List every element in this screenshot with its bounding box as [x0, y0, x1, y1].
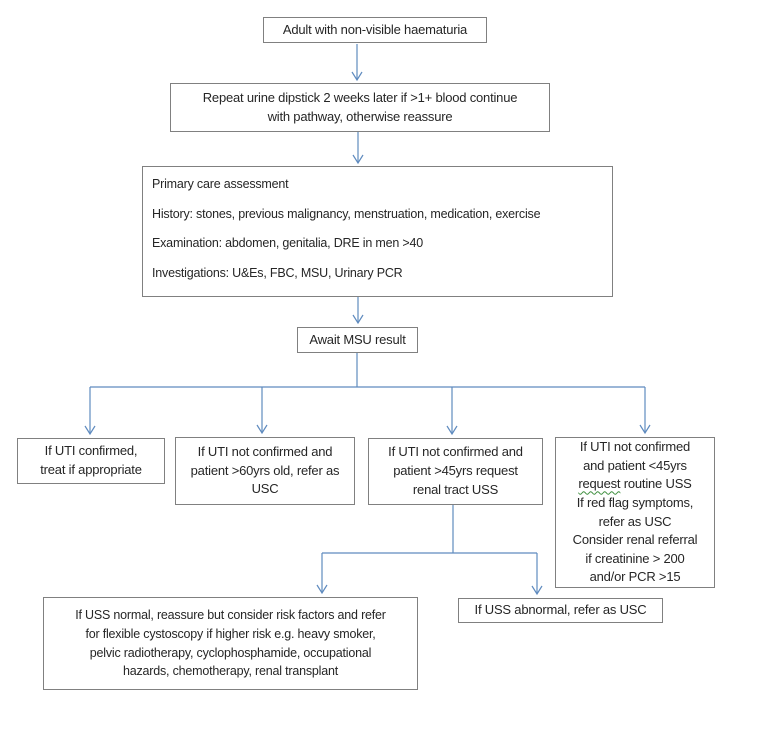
- node-line: Investigations: U&Es, FBC, MSU, Urinary …: [152, 265, 403, 280]
- node-line: If red flag symptoms,: [576, 494, 694, 510]
- node-uti-confirmed: If UTI confirmed, treat if appropriate: [17, 438, 165, 484]
- node-line: pelvic radiotherapy, cyclophosphamide, o…: [89, 645, 372, 660]
- node-start: Adult with non-visible haematuria: [263, 17, 487, 43]
- node-line: Consider renal referral: [572, 532, 698, 548]
- node-line: request routine USS: [578, 475, 691, 494]
- node-line: Primary care assessment: [152, 177, 289, 191]
- node-line: Repeat urine dipstick 2 weeks later if >…: [202, 89, 518, 105]
- node-line-rest: routine USS: [620, 476, 692, 492]
- node-line: and patient <45yrs: [583, 457, 687, 473]
- node-line: If UTI not confirmed and: [197, 443, 333, 459]
- node-uti-not-confirmed-under45: If UTI not confirmed and patient <45yrs …: [555, 437, 715, 588]
- node-line: If UTI confirmed,: [44, 443, 138, 459]
- node-uti-not-confirmed-over45: If UTI not confirmed and patient >45yrs …: [368, 438, 543, 505]
- node-line: treat if appropriate: [40, 462, 142, 477]
- node-line: refer as USC: [598, 513, 672, 529]
- node-line: if creatinine > 200: [585, 550, 685, 566]
- node-primary-care-assessment: Primary care assessment History: stones,…: [142, 166, 613, 297]
- node-uss-abnormal: If USS abnormal, refer as USC: [458, 598, 663, 623]
- node-line: renal tract USS: [412, 481, 499, 497]
- node-line: If USS abnormal, refer as USC: [474, 602, 647, 618]
- node-line: If USS normal, reassure but consider ris…: [75, 608, 386, 622]
- node-line: with pathway, otherwise reassure: [267, 108, 453, 124]
- node-line: and/or PCR >15: [589, 569, 681, 585]
- node-repeat-dipstick: Repeat urine dipstick 2 weeks later if >…: [170, 83, 550, 132]
- node-line: Adult with non-visible haematuria: [282, 21, 468, 37]
- node-line: hazards, chemotherapy, renal transplant: [122, 664, 338, 679]
- node-line: USC: [251, 481, 279, 497]
- node-line: patient >45yrs request: [393, 463, 518, 479]
- node-line: History: stones, previous malignancy, me…: [152, 206, 541, 221]
- node-line: If UTI not confirmed and: [388, 444, 523, 460]
- node-await-msu: Await MSU result: [297, 327, 418, 353]
- node-line: If UTI not confirmed: [579, 439, 691, 455]
- spellcheck-underlined-word: request: [578, 476, 621, 492]
- node-line: for flexible cystoscopy if higher risk e…: [85, 626, 376, 641]
- node-line: patient >60yrs old, refer as: [190, 462, 340, 478]
- node-line: Examination: abdomen, genitalia, DRE in …: [152, 236, 423, 251]
- node-uti-not-confirmed-over60: If UTI not confirmed and patient >60yrs …: [175, 437, 355, 505]
- node-line: Await MSU result: [309, 331, 406, 347]
- node-uss-normal: If USS normal, reassure but consider ris…: [43, 597, 418, 690]
